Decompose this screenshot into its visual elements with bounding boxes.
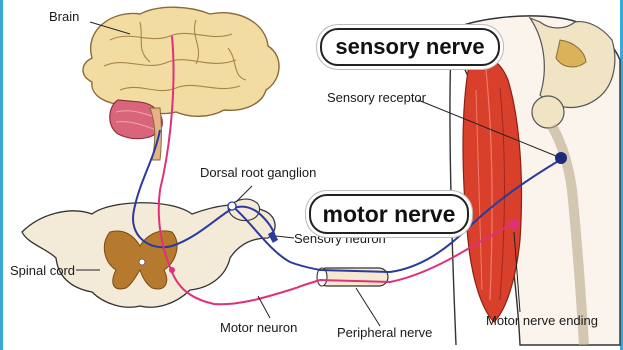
callout-sensory-nerve: sensory nerve bbox=[320, 28, 500, 66]
dorsal-root-ganglion-dot bbox=[228, 202, 236, 210]
callout-motor-nerve: motor nerve bbox=[309, 194, 469, 234]
spinal-cord-synapse bbox=[169, 267, 175, 273]
label-spinal-cord: Spinal cord bbox=[10, 264, 75, 277]
label-motor-neuron: Motor neuron bbox=[220, 321, 297, 334]
spinal-cord-cross-section bbox=[22, 199, 275, 307]
label-dorsal-root-ganglion: Dorsal root ganglion bbox=[200, 166, 316, 179]
sensory-receptor-dot bbox=[555, 152, 567, 164]
label-motor-nerve-ending: Motor nerve ending bbox=[486, 314, 598, 327]
motor-nerve-ending-dot bbox=[509, 219, 519, 229]
label-sensory-receptor: Sensory receptor bbox=[327, 91, 426, 104]
brain bbox=[83, 7, 279, 160]
label-peripheral-nerve: Peripheral nerve bbox=[337, 326, 432, 339]
label-brain: Brain bbox=[49, 10, 79, 23]
thigh-muscle bbox=[463, 57, 522, 322]
